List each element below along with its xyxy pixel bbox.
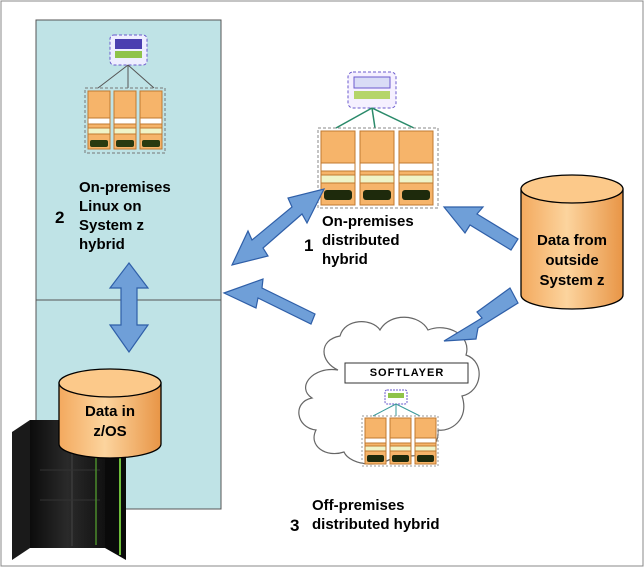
zone-3-number: 3	[290, 516, 300, 535]
zone-2-label: On-premises Linux on System z hybrid	[79, 179, 171, 253]
zone-2-number: 2	[55, 208, 65, 227]
distributed-hybrid-cluster-icon	[317, 71, 439, 209]
data-from-outside-database	[520, 174, 624, 310]
softlayer-logo-text: SOFTLAYER	[369, 367, 445, 379]
softlayer-logo-box	[344, 362, 469, 384]
zone-1-number: 1	[304, 236, 314, 255]
cloud-cluster-icon	[361, 389, 439, 467]
arrow-cloud-to-linux	[222, 278, 316, 325]
data-in-zos-label: Data in z/OS	[84, 403, 135, 440]
arrow-linux-distributed	[230, 188, 326, 266]
data-in-zos-database	[58, 368, 162, 459]
zone-3-label: Off-premises distributed hybrid	[312, 497, 440, 533]
arrow-linux-zos	[108, 262, 150, 354]
arrow-outside-to-distributed	[442, 206, 519, 251]
linux-hybrid-cluster-icon	[84, 34, 166, 154]
arrow-outside-to-cloud	[443, 287, 519, 342]
data-from-outside-label: Data from outside System z	[536, 232, 607, 289]
zone-1-label: On-premises distributed hybrid	[322, 213, 414, 268]
